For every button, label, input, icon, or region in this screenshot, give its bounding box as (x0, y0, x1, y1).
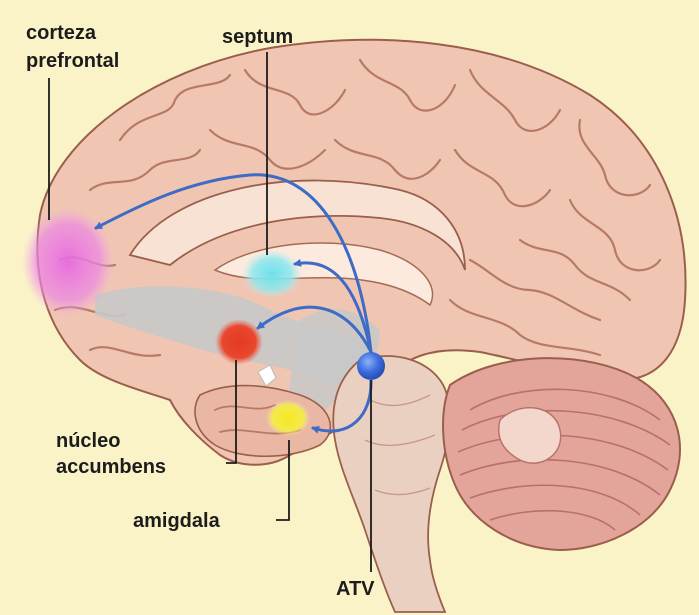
septum-region (242, 250, 302, 298)
label-amygdala: amigdala (133, 510, 220, 532)
amygdala-region (266, 400, 310, 436)
prefrontal-cortex-region (22, 207, 114, 317)
vta-region (357, 352, 385, 380)
label-vta: ATV (336, 578, 375, 600)
nucleus-accumbens-region (215, 319, 263, 365)
label-nucleus-line2: accumbens (56, 456, 166, 478)
label-nucleus-line1: núcleo (56, 430, 120, 452)
cerebellum (443, 358, 680, 550)
brainstem (333, 356, 449, 612)
label-septum: septum (222, 26, 293, 48)
label-cortex-line2: prefrontal (26, 50, 119, 72)
label-cortex-line1: corteza (26, 22, 96, 44)
